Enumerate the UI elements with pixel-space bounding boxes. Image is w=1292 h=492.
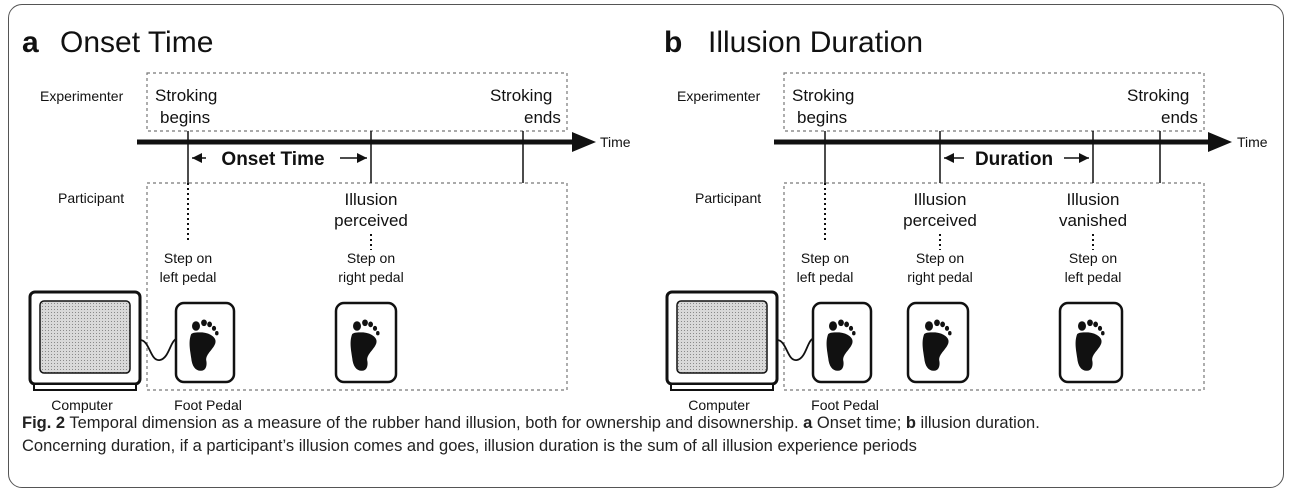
illusion-perceived-b-line1: Illusion xyxy=(914,190,967,209)
illusion-vanished-line1: Illusion xyxy=(1067,190,1120,209)
stroking-begins-b-line2: begins xyxy=(797,108,847,127)
illusion-perceived-line2: perceived xyxy=(334,211,408,230)
right-pedal-icon xyxy=(334,301,398,384)
left-pedal-icon-b2 xyxy=(1058,301,1124,384)
step-left-line2: left pedal xyxy=(160,269,217,285)
onset-label-bg xyxy=(206,147,340,169)
caption-a-label: a xyxy=(803,414,813,432)
onset-arrow-left xyxy=(192,153,202,163)
step-right-b-line2: right pedal xyxy=(907,269,972,285)
participant-box xyxy=(146,182,568,391)
step-left2-b-line1: Step on xyxy=(1069,250,1117,266)
panel-a-letter: a xyxy=(22,26,39,59)
stroking-begins-line2: begins xyxy=(160,108,210,127)
duration-arrow-left xyxy=(944,153,954,163)
participant-label-b: Participant xyxy=(695,190,761,206)
panel-b: b Illusion Duration Experimenter Partici… xyxy=(664,26,1268,413)
caption-text-4: Concerning duration, if a participant’s … xyxy=(22,437,917,455)
foot-pedal-label-a: Foot Pedal xyxy=(174,397,242,413)
computer-label-b: Computer xyxy=(688,397,750,413)
left-pedal-icon xyxy=(174,301,236,384)
step-right-b-line1: Step on xyxy=(916,250,964,266)
step-left-b-line1: Step on xyxy=(801,250,849,266)
foot-pedal-label-b: Foot Pedal xyxy=(811,397,879,413)
stroking-begins-b-line1: Stroking xyxy=(792,86,854,105)
participant-label: Participant xyxy=(58,190,124,206)
caption-text-1: Temporal dimension as a measure of the r… xyxy=(65,414,804,432)
illusion-perceived-line1: Illusion xyxy=(345,190,398,209)
stroking-begins-line1: Stroking xyxy=(155,86,217,105)
onset-interval-label: Onset Time xyxy=(221,149,324,170)
time-label-b: Time xyxy=(1237,134,1268,150)
stroking-ends-b-line1: Stroking xyxy=(1127,86,1189,105)
computer-icon-b xyxy=(665,290,779,391)
left-pedal-icon-b xyxy=(811,301,873,384)
step-right-line2: right pedal xyxy=(338,269,403,285)
panel-a: a Onset Time Experimenter Participant St… xyxy=(22,26,631,413)
duration-interval-label: Duration xyxy=(975,149,1053,170)
step-right-line1: Step on xyxy=(347,250,395,266)
caption-b-label: b xyxy=(905,414,916,432)
computer-cable-b xyxy=(776,337,816,361)
panel-b-letter: b xyxy=(664,26,682,59)
computer-cable-a xyxy=(139,337,180,361)
figure-frame xyxy=(8,4,1284,488)
computer-icon xyxy=(28,290,142,391)
onset-arrow-right xyxy=(357,153,367,163)
figure-caption: Fig. 2 Temporal dimension as a measure o… xyxy=(22,412,1272,458)
panel-b-title: Illusion Duration xyxy=(708,26,923,59)
caption-fig-label: Fig. 2 xyxy=(22,414,66,432)
stroking-ends-line2: ends xyxy=(524,108,561,127)
timeline-b-arrowhead xyxy=(1208,132,1232,152)
experimenter-box-b xyxy=(783,72,1205,132)
stroking-ends-b-line2: ends xyxy=(1161,108,1198,127)
illusion-perceived-b-line2: perceived xyxy=(903,211,977,230)
time-label-a: Time xyxy=(600,134,631,150)
caption-text-3: illusion duration. xyxy=(915,414,1040,432)
panel-a-title: Onset Time xyxy=(60,26,213,59)
caption-text-2: Onset time; xyxy=(812,414,906,432)
experimenter-label: Experimenter xyxy=(40,88,124,104)
duration-label-bg xyxy=(964,147,1064,169)
stroking-ends-line1: Stroking xyxy=(490,86,552,105)
step-left2-b-line2: left pedal xyxy=(1065,269,1122,285)
duration-arrow-right xyxy=(1079,153,1089,163)
experimenter-label-b: Experimenter xyxy=(677,88,761,104)
illusion-vanished-line2: vanished xyxy=(1059,211,1127,230)
computer-label-a: Computer xyxy=(51,397,113,413)
right-pedal-icon-b xyxy=(906,301,970,384)
timeline-a-arrowhead xyxy=(572,132,596,152)
step-left-line1: Step on xyxy=(164,250,212,266)
step-left-b-line2: left pedal xyxy=(797,269,854,285)
participant-box-b xyxy=(783,182,1205,391)
experimenter-box xyxy=(146,72,568,132)
